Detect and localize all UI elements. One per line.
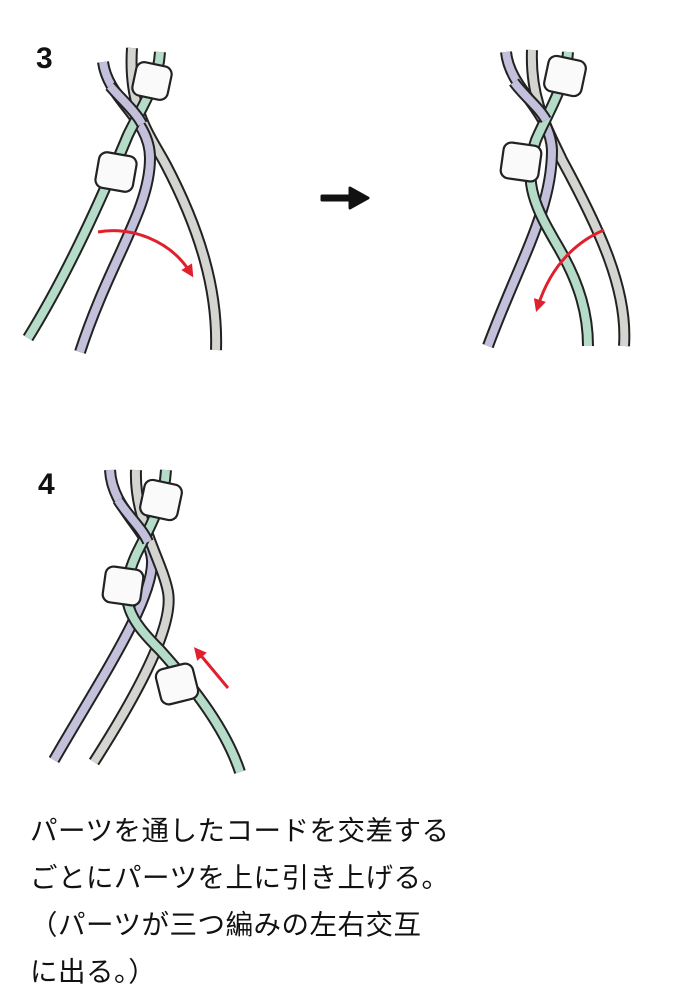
bead [154, 662, 200, 706]
caption-line: （パーツが三つ編みの左右交互 [30, 909, 422, 941]
step-4-number: 4 [38, 468, 55, 501]
caption-line: パーツを通したコードを交差する [30, 815, 450, 847]
step-3-before-illustration [22, 47, 223, 354]
bead [101, 565, 145, 607]
straight-red-arrow-icon [193, 647, 230, 689]
mint-cord [120, 469, 246, 774]
step-3-number: 3 [36, 42, 53, 75]
instruction-caption: パーツを通したコードを交差する ごとにパーツを上に引き上げる。 （パーツが三つ編… [30, 808, 650, 996]
step-4-illustration [48, 469, 246, 774]
black-right-arrow-icon [320, 186, 370, 210]
bead [131, 61, 173, 101]
mint-cord [524, 51, 594, 347]
caption-line: に出る。） [30, 956, 157, 988]
braiding-diagram [22, 47, 631, 774]
curved-red-arrow-icon [97, 229, 194, 278]
step-3-after-illustration [482, 49, 631, 349]
caption-line: ごとにパーツを上に引き上げる。 [30, 862, 450, 894]
curved-red-arrow-icon [533, 228, 605, 313]
bead [94, 151, 138, 193]
gray-cord [125, 47, 223, 351]
gray-cord [525, 49, 631, 347]
bead [499, 141, 543, 183]
gray-cord [88, 469, 175, 766]
bead [139, 478, 183, 522]
bead [543, 54, 587, 98]
